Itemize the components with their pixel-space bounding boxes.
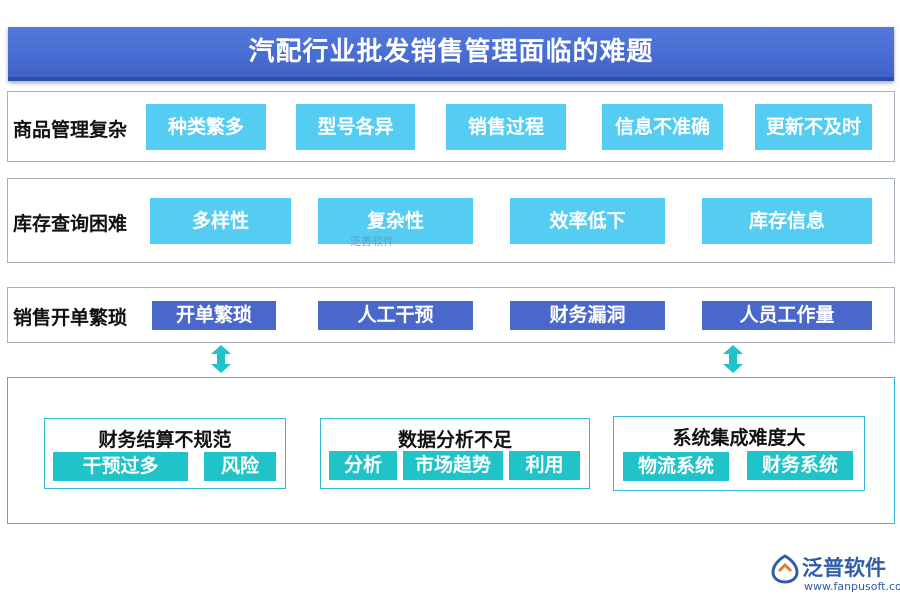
tag-utilization: 利用: [509, 451, 580, 480]
page-title: 汽配行业批发销售管理面临的难题: [8, 27, 894, 81]
double-arrow-right-icon: [723, 345, 743, 373]
tag-complexity: 复杂性: [318, 198, 473, 244]
tag-sales-process: 销售过程: [446, 104, 566, 150]
watermark: 泛普软件: [350, 235, 394, 248]
tag-logistics-system: 物流系统: [623, 452, 729, 481]
tag-inventory-info: 库存信息: [702, 198, 872, 244]
brand-logo: 泛普软件 www.fanpusoft.com: [768, 552, 900, 596]
tag-finance-system: 财务系统: [747, 451, 853, 480]
double-arrow-left-icon: [211, 345, 231, 373]
row-label-inventory-query: 库存查询困难: [13, 213, 128, 235]
tag-analysis: 分析: [329, 451, 397, 480]
tag-staff-workload: 人员工作量: [702, 301, 872, 330]
tag-low-efficiency: 效率低下: [510, 198, 665, 244]
row-label-product-management: 商品管理复杂: [13, 119, 128, 141]
group-system-title: 系统集成难度大: [672, 427, 806, 449]
group-finance-title: 财务结算不规范: [98, 429, 232, 451]
logo-url: www.fanpusoft.com: [804, 580, 900, 593]
tag-excessive-intervention: 干预过多: [53, 452, 188, 481]
tag-variety: 种类繁多: [146, 104, 266, 150]
tag-tedious-order: 开单繁琐: [152, 301, 276, 330]
tag-inaccurate-info: 信息不准确: [602, 104, 723, 150]
logo-name: 泛普软件: [802, 555, 886, 580]
tag-not-updated: 更新不及时: [755, 104, 872, 150]
tag-model: 型号各异: [296, 104, 415, 150]
tag-manual-intervention: 人工干预: [318, 301, 473, 330]
logo-mark-icon: [771, 554, 799, 584]
group-data-title: 数据分析不足: [397, 429, 512, 451]
tag-market-trend: 市场趋势: [403, 451, 503, 480]
tag-diversity: 多样性: [150, 198, 291, 244]
row-label-sales-order: 销售开单繁琐: [13, 307, 128, 329]
tag-finance-loophole: 财务漏洞: [510, 301, 665, 330]
tag-risk: 风险: [204, 452, 276, 481]
